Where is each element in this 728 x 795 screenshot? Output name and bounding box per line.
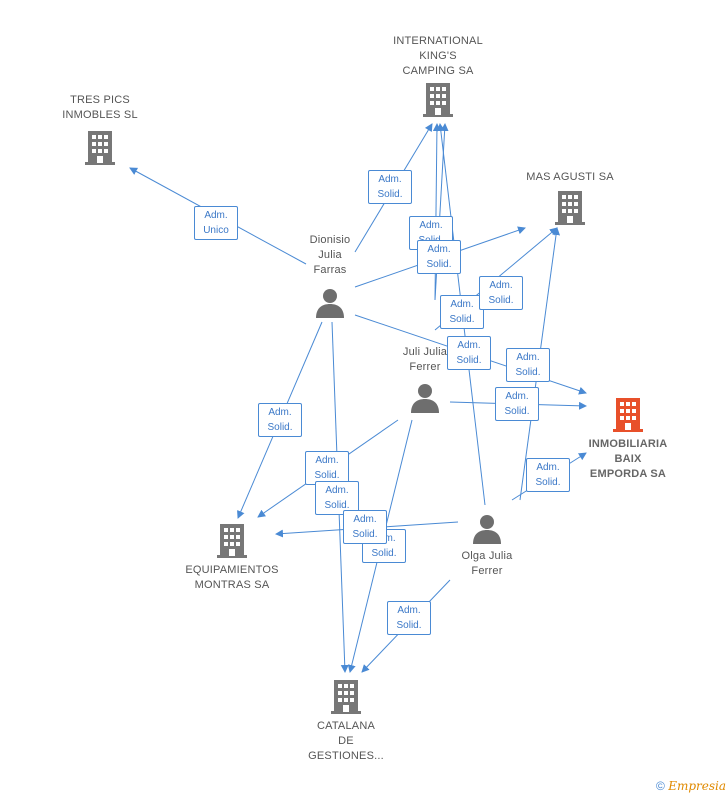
company-node-mas-agusti[interactable]: MAS AGUSTI SA — [516, 170, 624, 230]
person-label: Juli Julia Ferrer — [402, 346, 448, 373]
edge-role: Adm. — [268, 407, 292, 418]
edge-role: Adm. — [419, 220, 443, 231]
edge-label-dionisio-international[interactable]: Adm. Solid. — [368, 170, 412, 204]
company-node-inmobiliaria[interactable]: INMOBILIARIA BAIX EMPORDA SA — [576, 398, 680, 482]
edge-role-detail: Solid. — [324, 500, 350, 511]
company-label: INMOBILIARIA BAIX EMPORDA SA — [588, 438, 668, 480]
edge-role-detail: Solid. — [456, 355, 482, 366]
edge-role: Adm. — [427, 244, 451, 255]
edge-role-detail: Solid. — [426, 259, 452, 270]
edge-label-olga-catalana[interactable]: Adm. Solid. — [387, 601, 431, 635]
company-label: INTERNATIONAL KING'S CAMPING SA — [393, 35, 483, 77]
edge-role: Adm. — [378, 174, 402, 185]
company-label: MAS AGUSTI SA — [526, 171, 614, 183]
edge-label-juli-inmobiliaria[interactable]: Adm. Solid. — [495, 387, 539, 421]
company-node-equipamientos[interactable]: EQUIPAMIENTOS MONTRAS SA — [172, 524, 292, 593]
company-node-international[interactable]: INTERNATIONAL KING'S CAMPING SA — [386, 34, 490, 122]
person-icon — [316, 289, 344, 318]
footer-credit: © Empresia — [656, 779, 726, 793]
company-node-tres-pics[interactable]: TRES PICS INMOBLES SL — [50, 93, 150, 170]
brand-logo[interactable]: Empresia — [668, 779, 726, 793]
building-icon — [613, 398, 643, 432]
edge-role-detail: Solid. — [267, 422, 293, 433]
edge-role: Adm. — [450, 299, 474, 310]
edge-role: Adm. — [204, 210, 228, 221]
edge-role-detail: Solid. — [371, 548, 397, 559]
edge-label-dionisio-masagusti[interactable]: Adm. Solid. — [417, 240, 461, 274]
person-icon — [473, 515, 501, 544]
person-node-juli[interactable]: Juli Julia Ferrer — [385, 345, 465, 418]
person-label: Olga Julia Ferrer — [461, 550, 513, 577]
edge-role: Adm. — [516, 352, 540, 363]
edge-label-dionisio-inmobiliaria[interactable]: Adm. Solid. — [447, 336, 491, 370]
company-label: CATALANA DE GESTIONES... — [308, 720, 384, 762]
edge-label-olga-international[interactable]: Adm. Solid. — [440, 295, 484, 329]
person-node-olga[interactable]: Olga Julia Ferrer — [445, 514, 529, 579]
edge-label-dionisio-catalana[interactable]: Adm. Solid. — [315, 481, 359, 515]
edge-role: Adm. — [489, 280, 513, 291]
edge-label-olga-equipamientos[interactable]: Adm. Solid. — [343, 510, 387, 544]
edge-label-juli-masagusti[interactable]: Adm. Solid. — [479, 276, 523, 310]
edge-label-dionisio-trespics[interactable]: Adm. Unico — [194, 206, 238, 240]
company-label: EQUIPAMIENTOS MONTRAS SA — [185, 564, 279, 591]
edge-role: Adm. — [505, 391, 529, 402]
edge-role: Adm. — [353, 514, 377, 525]
edge-role: Adm. — [397, 605, 421, 616]
person-label: Dionisio Julia Farras — [309, 234, 351, 276]
edge-role: Adm. — [457, 340, 481, 351]
edge-role-detail: Solid. — [535, 477, 561, 488]
edge-role: Adm. — [536, 462, 560, 473]
building-icon — [423, 83, 453, 117]
edge-label-olga-inmobiliaria[interactable]: Adm. Solid. — [526, 458, 570, 492]
edge-role: Adm. — [325, 485, 349, 496]
company-node-catalana[interactable]: CATALANA DE GESTIONES... — [296, 680, 396, 764]
edge-role: Adm. — [315, 455, 339, 466]
edge-role-detail: Solid. — [488, 295, 514, 306]
building-icon — [217, 524, 247, 558]
person-icon — [411, 384, 439, 413]
person-node-dionisio[interactable]: Dionisio Julia Farras — [290, 233, 370, 323]
building-icon — [555, 191, 585, 225]
edge-role-detail: Solid. — [377, 189, 403, 200]
edge-role-detail: Solid. — [515, 367, 541, 378]
copyright-symbol: © — [656, 779, 665, 793]
edge-role-detail: Unico — [203, 225, 229, 236]
edge-role-detail: Solid. — [314, 470, 340, 481]
edge-label-juli-equipamientos[interactable]: Adm. Solid. — [305, 451, 349, 485]
edge-role-detail: Solid. — [352, 529, 378, 540]
company-label: TRES PICS INMOBLES SL — [62, 94, 138, 121]
edge-role-detail: Solid. — [449, 314, 475, 325]
building-icon — [85, 131, 115, 165]
edge-label-olga-masagusti[interactable]: Adm. Solid. — [506, 348, 550, 382]
edge-role-detail: Solid. — [504, 406, 530, 417]
edge-label-dionisio-equipamientos[interactable]: Adm. Solid. — [258, 403, 302, 437]
building-icon — [331, 680, 361, 714]
edge-role-detail: Solid. — [396, 620, 422, 631]
